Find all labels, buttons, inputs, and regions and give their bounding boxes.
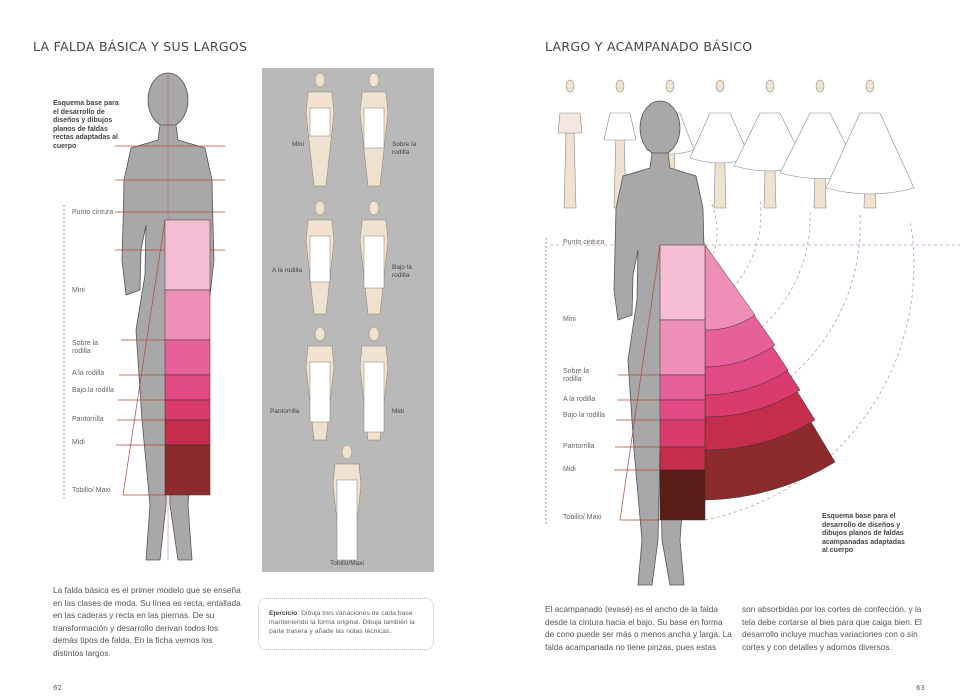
page-number-right: 63 [916,684,925,692]
right-label-knee: A la rodilla [563,396,596,403]
page-number-left: 62 [53,684,62,692]
right-page-title: LARGO Y ACAMPANADO BÁSICO [545,39,753,54]
exercise-box: Ejercicio: Dibuja tres variaciones de ca… [258,598,434,650]
panel-label-mini: Mini [292,141,304,148]
label-below-knee: Bajo la rodilla [72,387,115,394]
right-body-text-col2: son absorbidas por los cortes de confecc… [742,604,922,652]
flared-skirt-figure-illustration [545,79,960,586]
panel-label-below-knee: Bajo la rodilla [392,264,412,279]
right-label-mini: Mini [563,316,576,323]
right-label-maxi: Tobillo/ Maxi [563,514,602,521]
panel-label-maxi: Tobillo/Maxi [330,560,364,567]
left-body-text: La falda básica es el primer modelo que … [53,585,241,658]
label-mini: Mini [72,287,85,294]
right-label-below-knee: Bajo la rodilla [563,412,606,419]
skirt-length-bands [164,219,211,496]
flare-figures-row [557,79,915,209]
right-label-waist: Punto cintura [563,239,605,246]
right-label-above-knee: Sobre la rodilla [563,368,590,383]
label-knee: A la rodilla [72,370,105,377]
label-calf: Pantorrilla [72,416,104,423]
left-page-title: LA FALDA BÁSICA Y SUS LARGOS [33,39,248,54]
panel-label-above-knee: Sobre la rodilla [392,141,417,156]
skirt-lengths-panel: Mini Sobre la rodilla A la rodilla Bajo … [262,68,434,572]
right-label-calf: Pantorrilla [563,443,595,450]
exercise-text: : Dibuja tres variaciones de cada base m… [269,610,415,635]
exercise-label: Ejercicio [269,610,298,617]
right-body-text-col1: El acampanado (evasé) es el ancho de la … [545,604,732,652]
label-waist: Punto cintura [72,209,114,216]
label-midi: Midi [72,439,85,446]
label-above-knee: Sobre la rodilla [72,340,99,355]
fashion-figures-illustration [305,72,389,561]
left-schema-note: Esquema base para el desarrollo de diseñ… [53,100,119,150]
straight-skirt-figure-illustration [63,72,225,561]
label-maxi: Tobillo/ Maxi [72,487,111,494]
right-schema-note: Esquema base para el desarrollo de diseñ… [822,513,905,554]
flare-fans [704,244,836,501]
panel-label-midi: Midi [392,408,404,415]
right-label-midi: Midi [563,466,576,473]
panel-label-knee: A la rodilla [272,267,302,274]
panel-label-calf: Pantorrilla [270,408,300,415]
